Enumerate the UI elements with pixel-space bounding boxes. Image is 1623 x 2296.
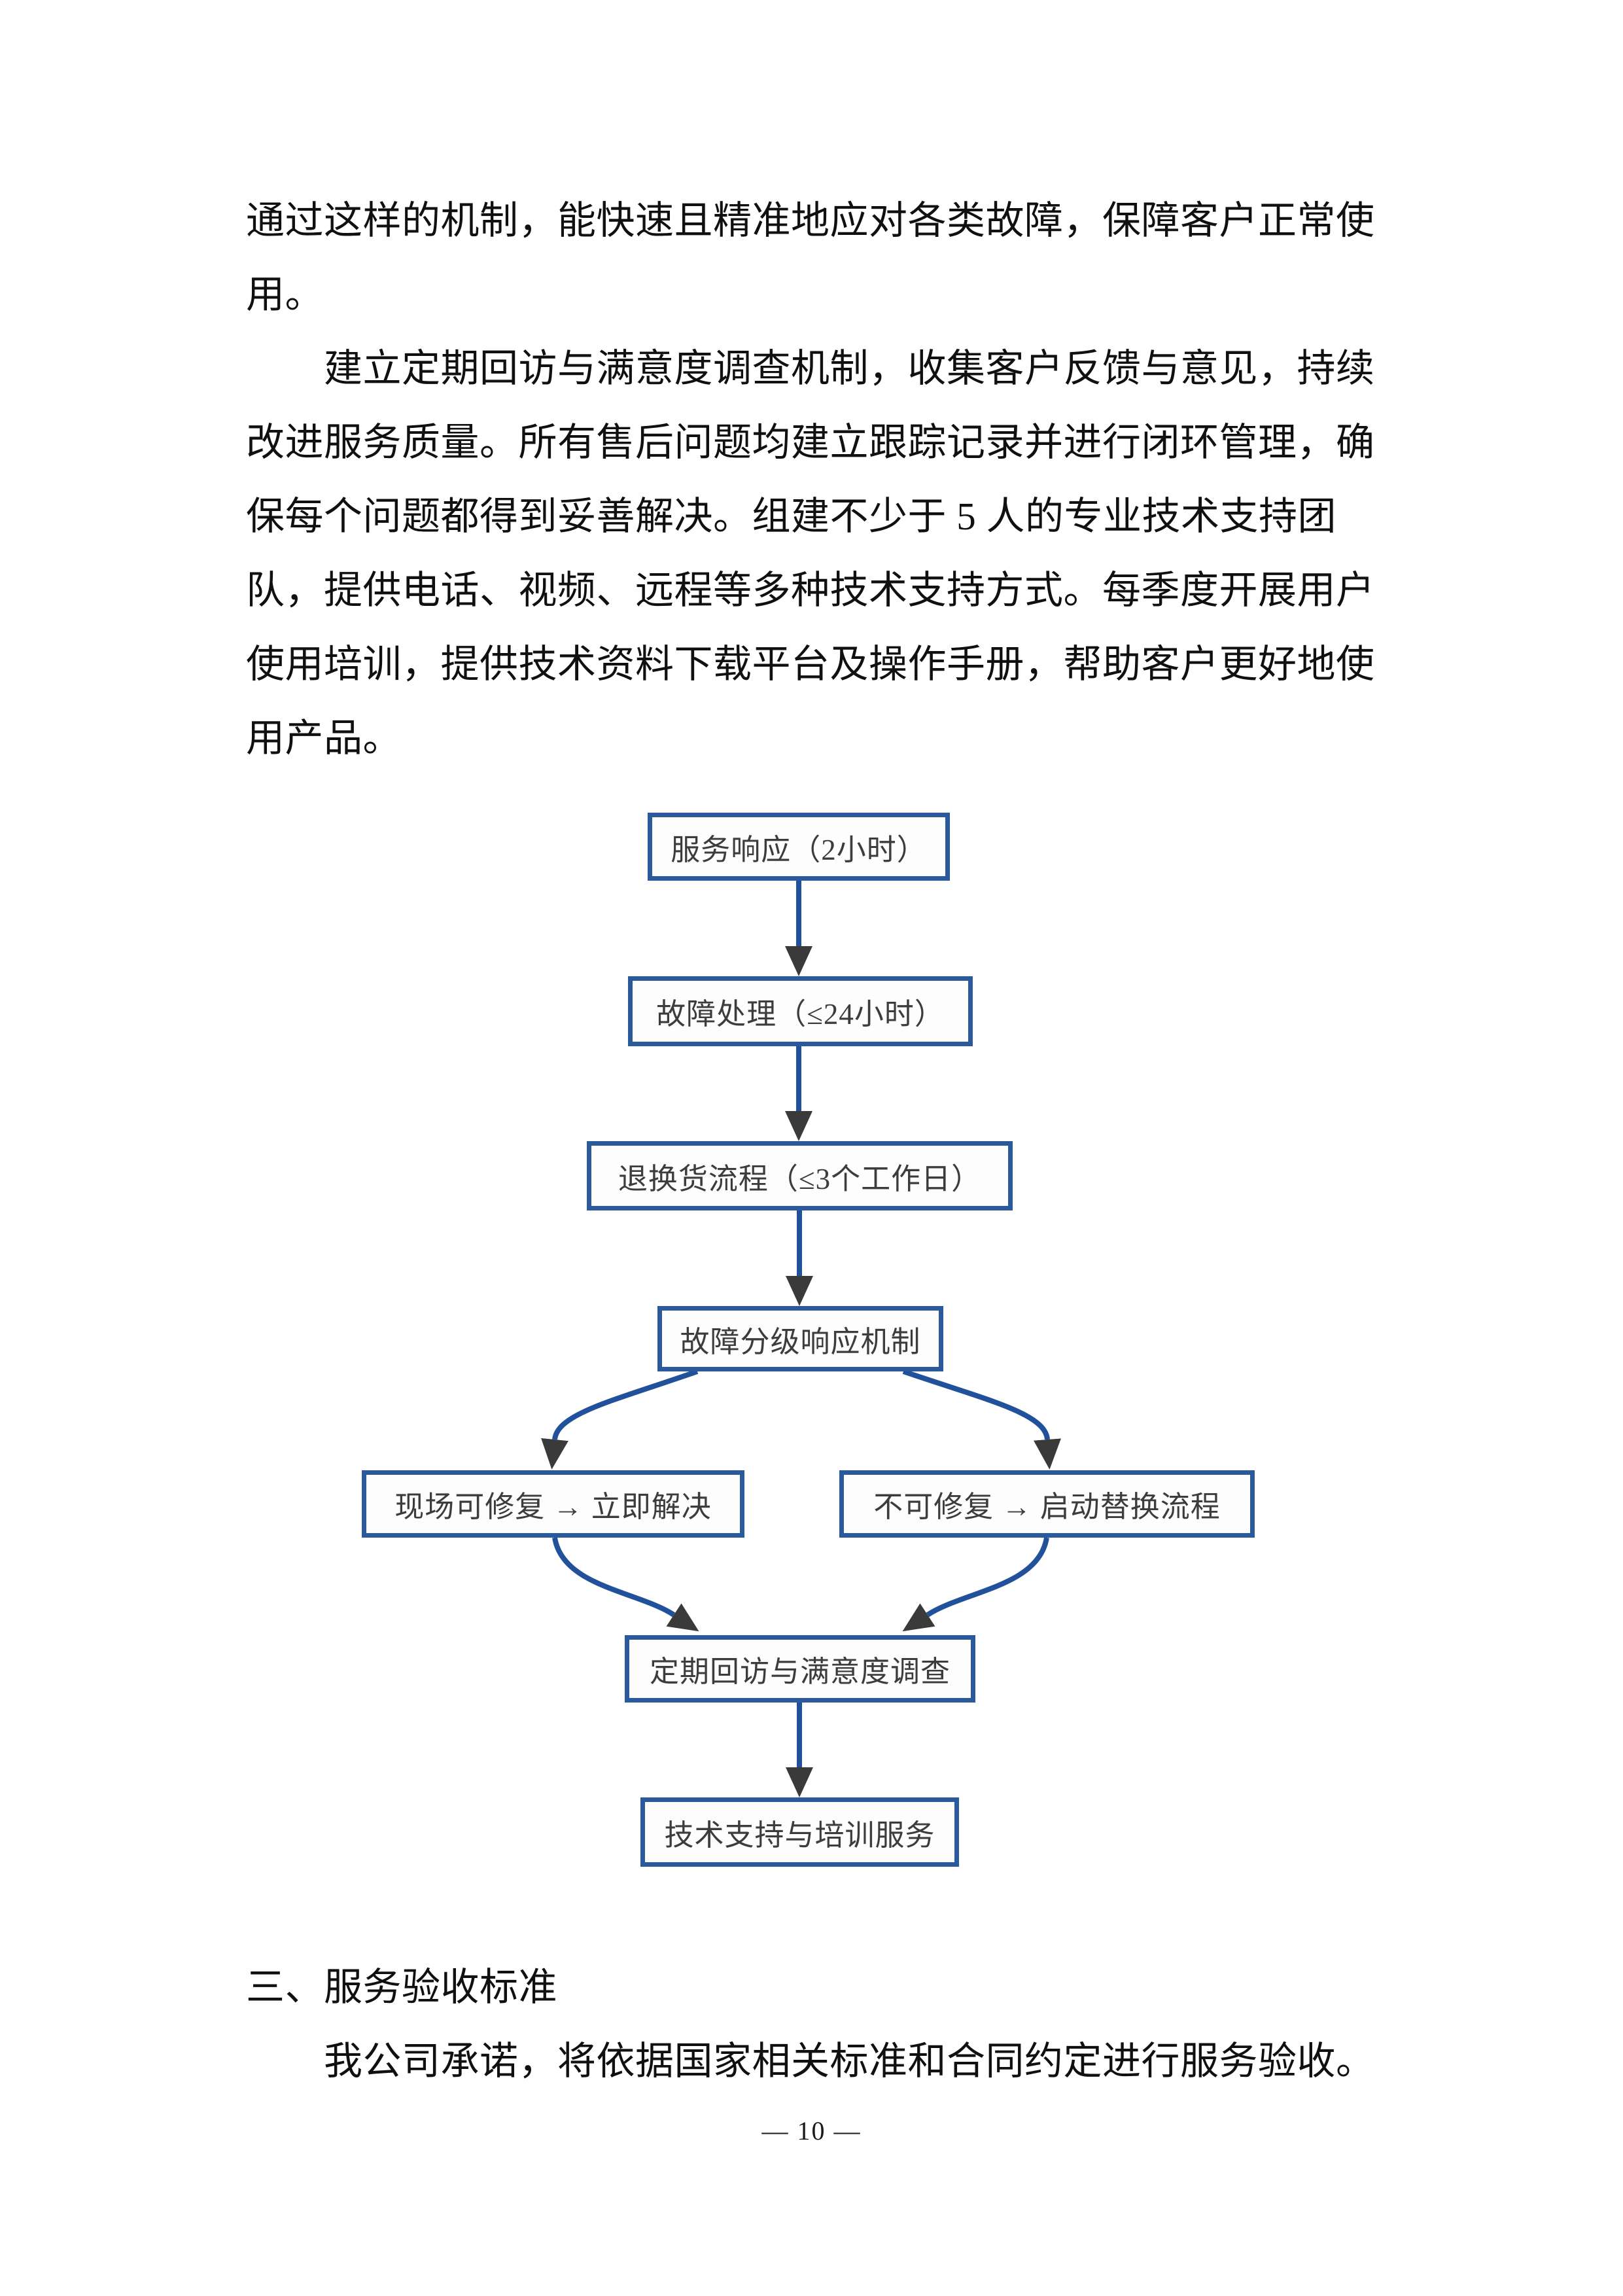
flow-node-service-response: 服务响应（2小时） <box>648 813 950 881</box>
flow-node-not-repairable: 不可修复 → 启动替换流程 <box>839 1470 1255 1538</box>
text-line: 用产品。 <box>246 716 402 760</box>
connector-grading-to-notrepairable <box>902 1369 1061 1470</box>
flow-node-fault-grading: 故障分级响应机制 <box>657 1306 943 1371</box>
text-line: 改进服务质量。所有售后问题均建立跟踪记录并进行闭环管理，确 <box>246 421 1375 464</box>
connector-notrepairable-to-survey <box>902 1537 1049 1632</box>
text-line: 建立定期回访与满意度调查机制，收集客户反馈与意见，持续 <box>324 347 1375 390</box>
paragraph-continuation: 通过这样的机制，能快速且精准地应对各类故障，保障客户正常使 用。 <box>246 184 1379 332</box>
paragraph-service: 建立定期回访与满意度调查机制，收集客户反馈与意见，持续 改进服务质量。所有售后问… <box>246 332 1379 775</box>
flow-node-return-exchange: 退换货流程（≤3个工作日） <box>587 1141 1013 1210</box>
flow-node-onsite-repair: 现场可修复 → 立即解决 <box>362 1470 744 1538</box>
flow-node-follow-up-survey: 定期回访与满意度调查 <box>625 1635 975 1703</box>
text-line: 保每个问题都得到妥善解决。组建不少于 5 人的专业技术支持团 <box>246 495 1337 538</box>
body-text: 通过这样的机制，能快速且精准地应对各类故障，保障客户正常使 用。 建立定期回访与… <box>246 184 1379 775</box>
acceptance-paragraph: 我公司承诺，将依据国家相关标准和合同约定进行服务验收。 <box>324 2040 1375 2083</box>
text-line: 用。 <box>246 273 324 316</box>
text-line: 通过这样的机制，能快速且精准地应对各类故障，保障客户正常使 <box>246 199 1375 242</box>
flow-node-fault-handling: 故障处理（≤24小时） <box>628 976 973 1046</box>
flow-node-tech-support-training: 技术支持与培训服务 <box>640 1797 959 1867</box>
connector-onsite-to-survey <box>552 1537 699 1632</box>
section-heading: 三、服务验收标准 <box>246 1966 558 2009</box>
connector-grading-to-onsite <box>541 1369 699 1470</box>
text-line: 使用培训，提供技术资料下载平台及操作手册，帮助客户更好地使 <box>246 643 1375 686</box>
page-number: — 10 — <box>761 2116 862 2146</box>
text-line: 队，提供电话、视频、远程等多种技术支持方式。每季度开展用户 <box>246 569 1375 612</box>
